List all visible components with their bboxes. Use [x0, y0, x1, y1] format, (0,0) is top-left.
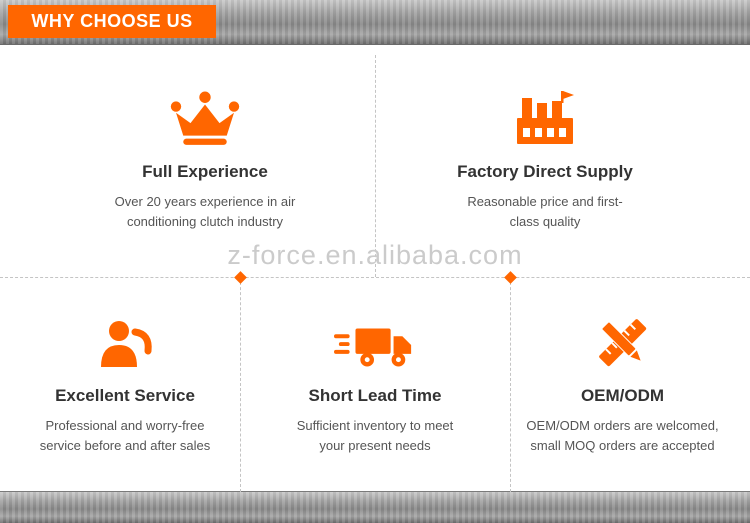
- feature-factory-direct-supply: Factory Direct Supply Reasonable price a…: [395, 88, 695, 231]
- feature-short-lead-time: Short Lead Time Sufficient inventory to …: [245, 312, 505, 455]
- feature-title: Full Experience: [142, 162, 268, 181]
- feature-desc: Over 20 years experience in air conditio…: [114, 194, 296, 229]
- factory-icon: [395, 88, 695, 148]
- divider-vertical-bottom-right: [510, 277, 511, 492]
- feature-excellent-service: Excellent Service Professional and worry…: [5, 312, 245, 455]
- feature-desc: OEM/ODM orders are welcomed, small MOQ o…: [526, 418, 719, 453]
- feature-title: Short Lead Time: [308, 386, 442, 405]
- feature-full-experience: Full Experience Over 20 years experience…: [55, 88, 355, 231]
- feature-oem-odm: OEM/ODM OEM/ODM orders are welcomed, sma…: [500, 312, 745, 455]
- diamond-marker-right: [504, 271, 517, 284]
- divider-horizontal: [0, 277, 750, 278]
- delivery-truck-icon: [245, 312, 505, 372]
- divider-vertical-top: [375, 55, 376, 277]
- feature-desc: Sufficient inventory to meet your presen…: [296, 418, 454, 453]
- footer-bar: [0, 491, 750, 523]
- diamond-marker-left: [234, 271, 247, 284]
- header-bar: WHY CHOOSE US: [0, 0, 750, 45]
- feature-desc: Reasonable price and first-class quality: [467, 194, 623, 229]
- feature-title: OEM/ODM: [580, 386, 665, 405]
- divider-vertical-bottom-left: [240, 277, 241, 492]
- pencil-ruler-icon: [500, 312, 745, 372]
- feature-title: Factory Direct Supply: [457, 162, 633, 181]
- support-person-icon: [5, 312, 245, 372]
- feature-title: Excellent Service: [55, 386, 195, 405]
- crown-icon: [55, 88, 355, 148]
- page-title: WHY CHOOSE US: [8, 5, 216, 38]
- feature-desc: Professional and worry-free service befo…: [39, 418, 211, 453]
- watermark-text: z-force.en.alibaba.com: [227, 240, 523, 270]
